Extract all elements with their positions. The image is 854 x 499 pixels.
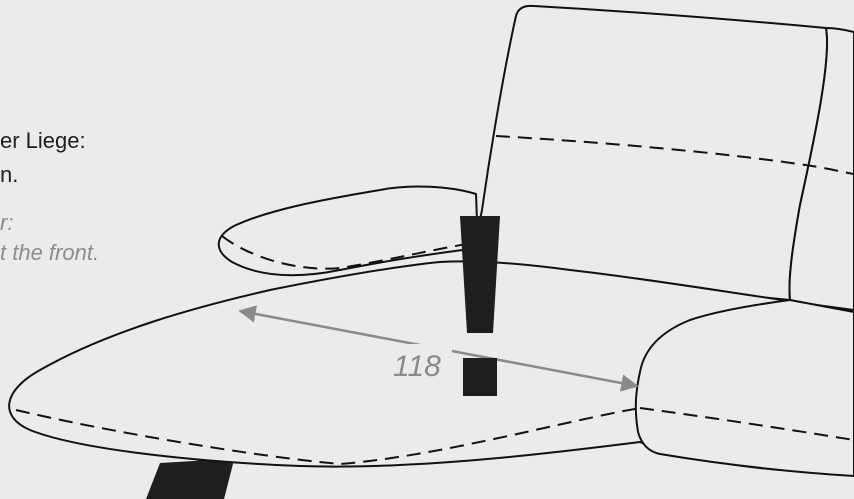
english-note-line-2: t the front.	[0, 240, 100, 265]
dimension-label-background	[390, 344, 452, 384]
warning-exclamation-icon	[460, 216, 500, 333]
width-dimension-label: 118	[393, 350, 441, 383]
english-note-line-1: r:	[0, 210, 14, 235]
chaise-front-seam	[15, 407, 641, 466]
sofa-foot	[146, 460, 210, 499]
german-note-line-1: er Liege:	[0, 128, 86, 153]
armrest	[217, 185, 479, 277]
armrest-seam	[221, 235, 479, 270]
backrest-right-panel	[788, 27, 854, 315]
sofa-foot	[198, 460, 234, 499]
german-note-line-2: n.	[0, 162, 19, 187]
backrest-seam	[495, 135, 854, 175]
backrest	[469, 4, 829, 301]
adjacent-seat-seam	[639, 407, 854, 441]
warning-exclamation-dot	[463, 358, 497, 396]
